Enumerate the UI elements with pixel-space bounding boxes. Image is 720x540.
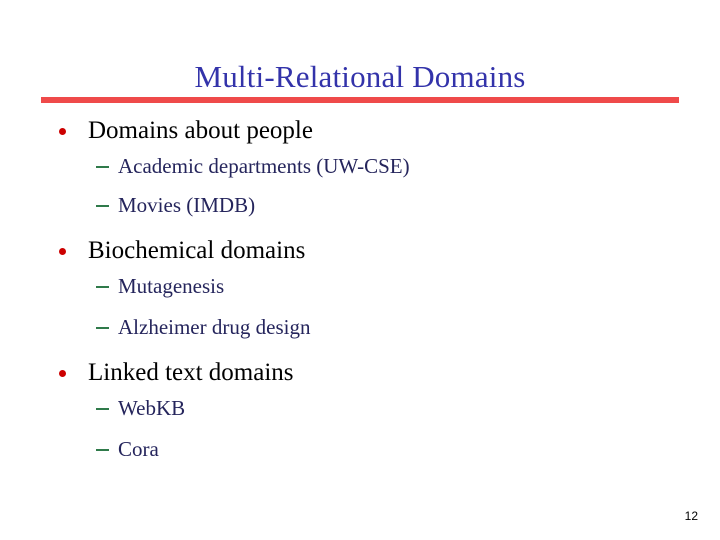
- bullet-group: Biochemical domains Mutagenesis Alzheime…: [0, 234, 720, 342]
- level2-bullet-label: Mutagenesis: [118, 274, 225, 298]
- bullet-group: Domains about people Academic department…: [0, 114, 720, 220]
- title-divider-rule: [41, 97, 679, 103]
- page-number: 12: [684, 509, 698, 523]
- level2-bullet-list: WebKB Cora: [0, 394, 720, 464]
- level1-bullet-label: Biochemical domains: [88, 237, 306, 264]
- bullet-dash-icon: [96, 205, 109, 207]
- level2-bullet-item: Academic departments (UW-CSE): [0, 152, 720, 181]
- bullet-dot-icon: [59, 248, 66, 255]
- slide-body: Domains about people Academic department…: [0, 114, 720, 464]
- page-title: Multi-Relational Domains: [194, 58, 526, 94]
- bullet-dash-icon: [96, 408, 109, 410]
- level1-bullet-item: Biochemical domains: [0, 234, 720, 268]
- bullet-dot-icon: [59, 128, 66, 135]
- bullet-dash-icon: [96, 286, 109, 288]
- level2-bullet-label: WebKB: [118, 396, 186, 420]
- level2-bullet-label: Academic departments (UW-CSE): [118, 154, 410, 178]
- bullet-dash-icon: [96, 166, 109, 168]
- level2-bullet-list: Academic departments (UW-CSE) Movies (IM…: [0, 152, 720, 220]
- level2-bullet-label: Alzheimer drug design: [118, 315, 311, 339]
- level1-bullet-label: Linked text domains: [88, 359, 294, 386]
- level2-bullet-label: Cora: [118, 437, 159, 461]
- level2-bullet-label: Movies (IMDB): [118, 193, 256, 217]
- bullet-dash-icon: [96, 449, 109, 451]
- level2-bullet-item: Movies (IMDB): [0, 191, 720, 220]
- level2-bullet-item: Mutagenesis: [0, 272, 720, 301]
- level1-bullet-label: Domains about people: [88, 117, 313, 144]
- level2-bullet-item: Alzheimer drug design: [0, 313, 720, 342]
- level2-bullet-item: WebKB: [0, 394, 720, 423]
- level1-bullet-item: Domains about people: [0, 114, 720, 148]
- bullet-dash-icon: [96, 327, 109, 329]
- bullet-group: Linked text domains WebKB Cora: [0, 356, 720, 464]
- level1-bullet-item: Linked text domains: [0, 356, 720, 390]
- level2-bullet-item: Cora: [0, 435, 720, 464]
- bullet-dot-icon: [59, 370, 66, 377]
- level2-bullet-list: Mutagenesis Alzheimer drug design: [0, 272, 720, 342]
